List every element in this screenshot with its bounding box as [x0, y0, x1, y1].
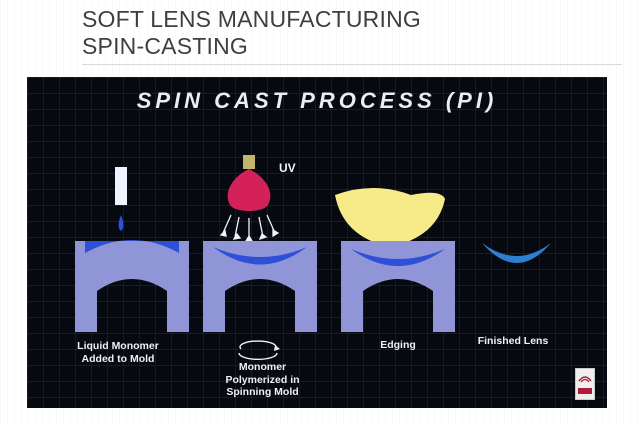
step-4-illustration [482, 243, 551, 263]
step-label-4: Finished Lens [477, 335, 549, 347]
polymerized-lens [213, 247, 307, 265]
step-1-illustration [75, 167, 189, 332]
uv-bulb-icon [227, 169, 271, 211]
diagram-canvas [27, 77, 607, 408]
mold-1 [75, 241, 189, 332]
slide-title-line-2: SPIN-CASTING [82, 33, 248, 59]
step-2-illustration [203, 155, 317, 361]
step-label-2: Monomer Polymerized in Spinning Mold [225, 361, 300, 398]
slide-title: SOFT LENS MANUFACTURING SPIN-CASTING [82, 6, 421, 60]
step-label-3: Edging [380, 339, 416, 351]
step-3-illustration [335, 188, 455, 332]
bulb-base [243, 155, 255, 169]
uv-label: UV [279, 161, 296, 175]
publisher-logo [575, 368, 595, 400]
uv-rays [219, 214, 280, 242]
logo-mark [578, 376, 592, 394]
spin-cast-diagram: SPIN CAST PROCESS (PI) UV Liquid Monomer… [27, 77, 607, 408]
monomer-drop [118, 215, 124, 231]
finished-lens [482, 243, 551, 263]
step-label-1: Liquid Monomer Added to Mold [77, 340, 159, 365]
edged-lens [351, 249, 445, 266]
spin-arrow-lower [238, 352, 278, 361]
slide-title-line-1: SOFT LENS MANUFACTURING [82, 6, 421, 32]
liquid-monomer [85, 240, 179, 253]
mold-3 [341, 241, 455, 332]
title-divider [82, 64, 622, 65]
edging-tool [335, 188, 445, 247]
diagram-title: SPIN CAST PROCESS (PI) [136, 88, 498, 113]
spin-arrowhead [274, 345, 280, 351]
mold-2 [203, 241, 317, 332]
dropper [115, 167, 127, 205]
